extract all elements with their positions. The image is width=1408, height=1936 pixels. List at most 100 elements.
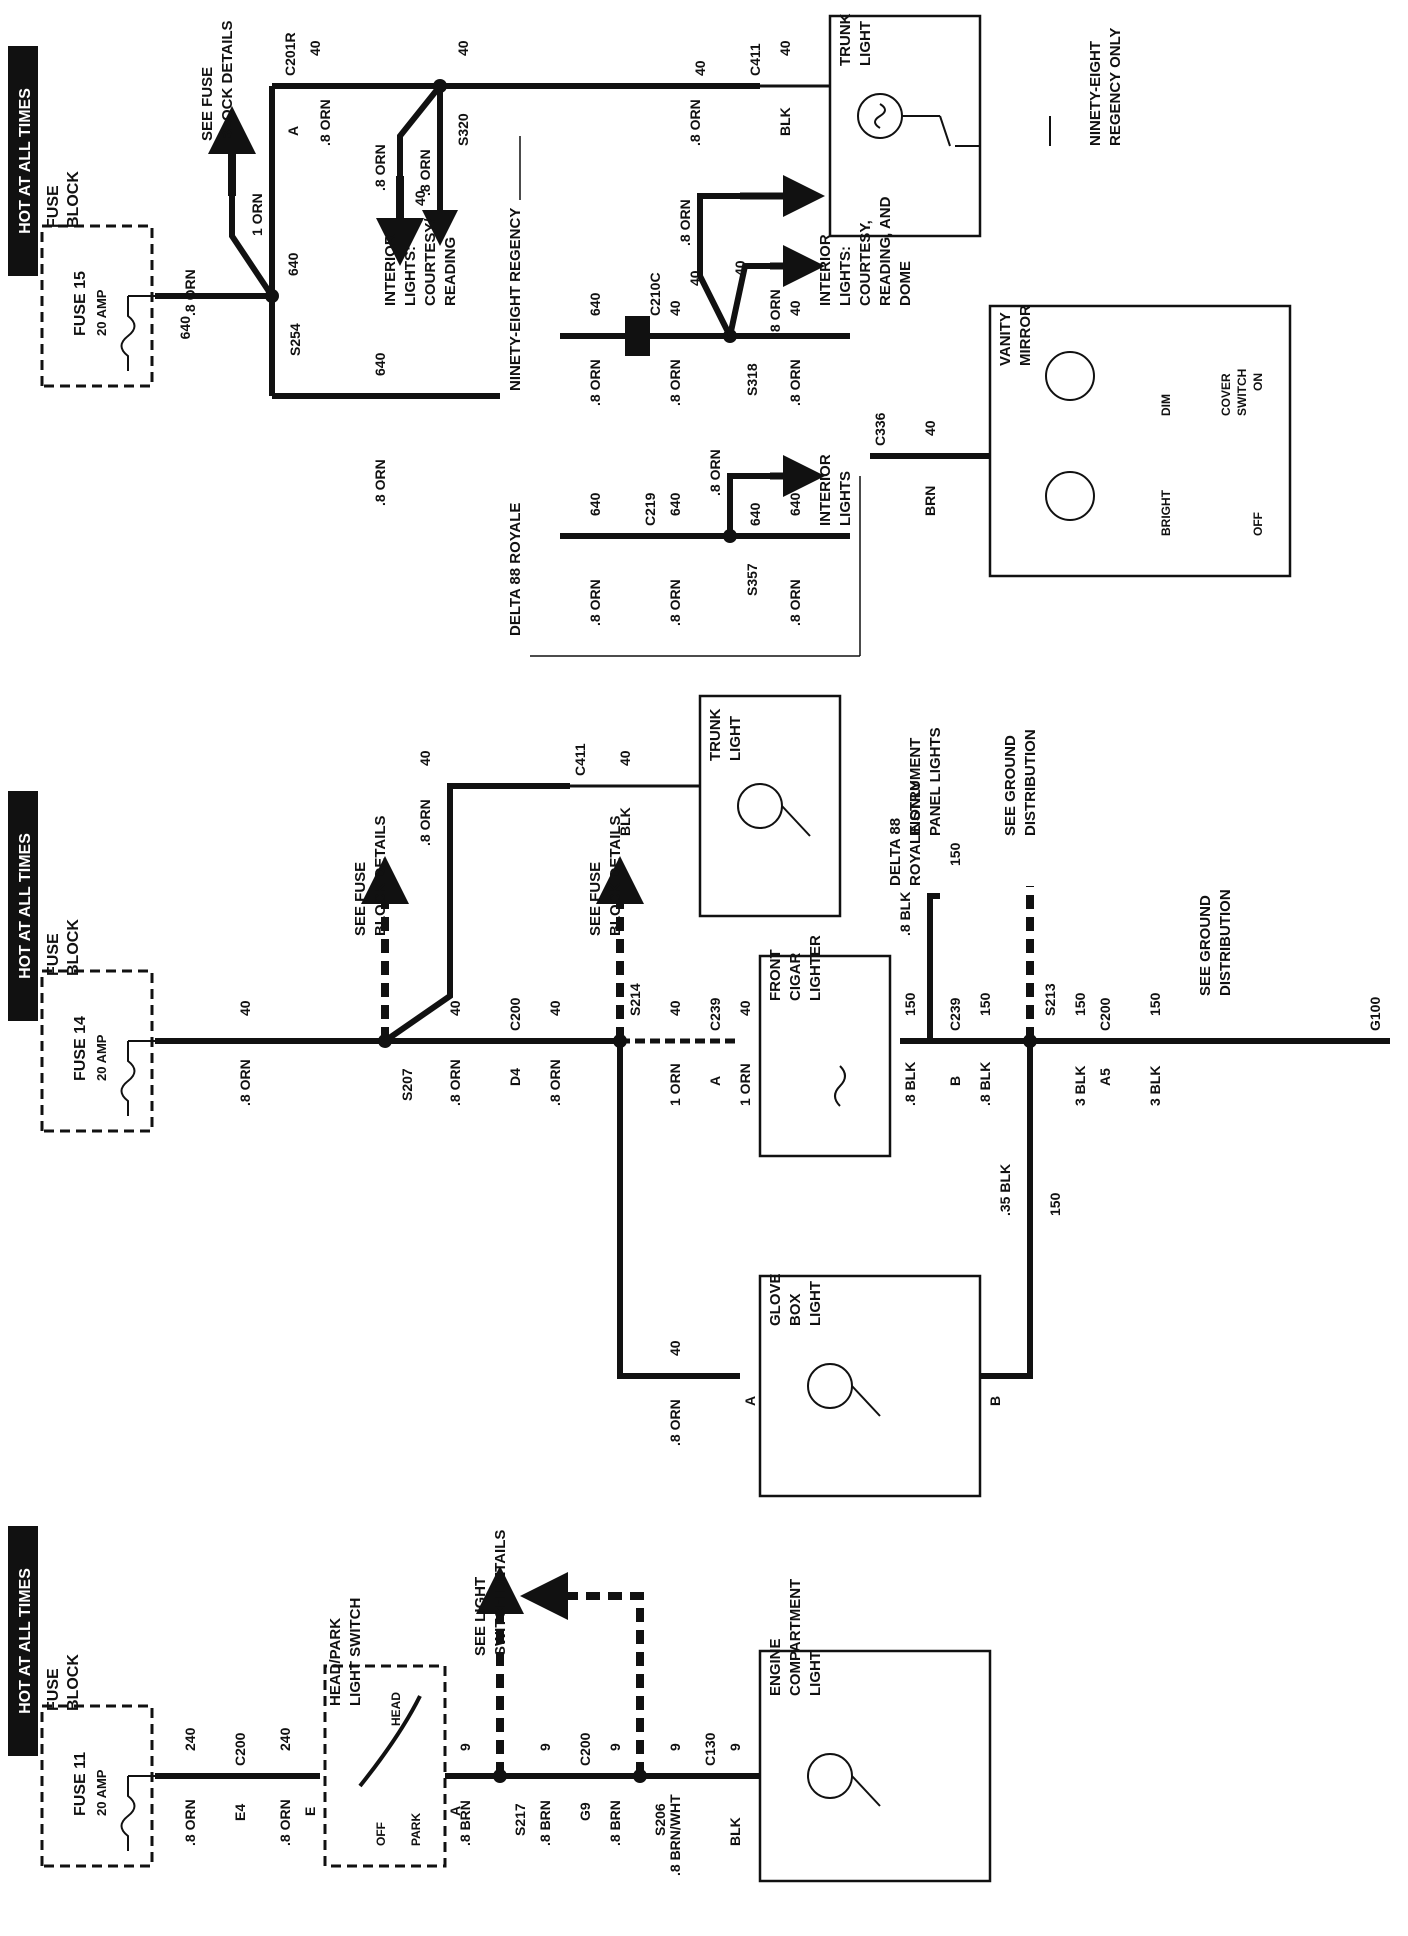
note-label: ROYALE ONLY (907, 780, 924, 886)
connector-a-label: A (285, 126, 301, 136)
note-label: DELTA 88 (887, 818, 904, 886)
vanity-mirror-box (988, 304, 1292, 578)
fuse-block-label: BLOCK (65, 171, 82, 228)
fuse-amp-label: 20 AMP (94, 1034, 109, 1081)
wire-9: 9 (457, 1743, 473, 1751)
vanity-mirror-label: VANITY (997, 312, 1014, 366)
dim-label: DIM (1159, 394, 1173, 416)
wire-9: 9 (667, 1743, 683, 1751)
connector-c239-label: C239 (707, 997, 723, 1031)
wire-blk: 3 BLK (1072, 1066, 1088, 1106)
wire-40: 40 (667, 300, 683, 316)
note-label: REGENCY ONLY (1107, 28, 1124, 146)
fuse-11-label: FUSE 11 (72, 1752, 89, 1816)
see-fuse-label: SEE FUSE (587, 862, 604, 936)
wire-640: 640 (285, 252, 301, 276)
switch-off-label: OFF (1251, 512, 1265, 536)
fuse-amp-label: 20 AMP (94, 289, 109, 336)
panel-fuse-15: HOT AT ALL TIMES FUSE BLOCK FUSE 15 20 A… (8, 13, 1292, 657)
note-label: NINETY-EIGHT (1087, 41, 1104, 146)
connector-c200-label: C200 (577, 1732, 593, 1766)
see-ground-label: DISTRIBUTION (1217, 889, 1234, 996)
wire-40: 40 (922, 420, 938, 436)
wire-40: 40 (417, 750, 433, 766)
instrument-panel-label: PANEL LIGHTS (927, 727, 944, 836)
panel-fuse-11: HOT AT ALL TIMES FUSE BLOCK FUSE 11 20 A… (8, 1526, 992, 1883)
bright-label: BRIGHT (1159, 489, 1173, 536)
interior-lights-label: LIGHTS (837, 471, 854, 526)
interior-lights-label: INTERIOR (382, 234, 399, 306)
connector-c336-label: C336 (872, 412, 888, 446)
glove-box-label: LIGHT (807, 1281, 824, 1326)
wire-orn: .8 ORN (587, 359, 603, 406)
connector-e4-label: E4 (232, 1804, 248, 1821)
splice-s217-label: S217 (512, 1803, 528, 1836)
wire-40: 40 (455, 40, 471, 56)
see-ground-label: SEE GROUND (1197, 895, 1214, 996)
see-fuse-label: BLOCK DETAILS (219, 20, 236, 141)
hot-at-all-times-label: HOT AT ALL TIMES (17, 88, 34, 234)
glove-box-label: BOX (787, 1293, 804, 1326)
connector-b-label: B (947, 1076, 963, 1086)
wire-40: 40 (687, 270, 703, 286)
see-fuse-label: BLOCK DETAILS (372, 815, 389, 936)
wire-blk: 3 BLK (1147, 1066, 1163, 1106)
connector-c239-label: C239 (947, 997, 963, 1031)
cigar-lighter-label: LIGHTER (807, 935, 824, 1001)
wire-150: 150 (977, 992, 993, 1016)
wire-orn: .8 ORN (182, 269, 198, 316)
interior-lights-label: LIGHTS: (402, 246, 419, 306)
wire-9: 9 (727, 1743, 743, 1751)
splice-s207-label: S207 (399, 1068, 415, 1101)
wire-40: 40 (237, 1000, 253, 1016)
connector-c411-label: C411 (747, 43, 763, 76)
splice-s318-label: S318 (744, 363, 760, 396)
regency-label: NINETY-EIGHT REGENCY (507, 208, 524, 391)
light-switch-label: LIGHT SWITCH (347, 1598, 364, 1706)
connector-c210c-label: C210C (647, 272, 663, 316)
wire-orn: .8 ORN (687, 99, 703, 146)
wire-40: 40 (777, 40, 793, 56)
connector-c200-label: C200 (232, 1732, 248, 1766)
bulb-icon (807, 1753, 853, 1799)
wire-orn: .8 ORN (677, 199, 693, 246)
fuse-14-label: FUSE 14 (72, 1016, 89, 1081)
wire-640: 640 (587, 292, 603, 316)
connector-c201r-label: C201R (282, 32, 298, 76)
splice-s254-label: S254 (287, 323, 303, 356)
fuse-amp-label: 20 AMP (94, 1769, 109, 1816)
wire-40: 40 (787, 300, 803, 316)
connector-c200-label: C200 (507, 997, 523, 1031)
wire-blk: BLK (617, 807, 633, 836)
interior-lights-label: DOME (897, 261, 914, 306)
wire-orn: .8 ORN (417, 799, 433, 846)
hot-at-all-times-label: HOT AT ALL TIMES (17, 833, 34, 979)
bulb-icon (807, 1363, 853, 1409)
wire-orn: .8 ORN (372, 144, 388, 191)
wire-brn: .8 BRN (607, 1800, 623, 1846)
switch-park-label: PARK (409, 1813, 423, 1846)
ground-g100-label: G100 (1367, 997, 1383, 1031)
connector-c130-label: C130 (702, 1732, 718, 1766)
wire-orn: .8 ORN (372, 459, 388, 506)
see-ground-label: DISTRIBUTION (1022, 729, 1039, 836)
fuse-block-label: FUSE (45, 933, 62, 976)
switch-on-label: ON (1251, 373, 1265, 391)
wire-brn: .8 BRN (457, 1800, 473, 1846)
splice-s320-label: S320 (455, 113, 471, 146)
bulb-icon (737, 783, 783, 829)
wire-150: 150 (1147, 992, 1163, 1016)
fuse-15-label: FUSE 15 (72, 271, 89, 336)
wire-blk: BLK (777, 107, 793, 136)
connector-a-label: A (707, 1076, 723, 1086)
wire-blk: .35 BLK (997, 1164, 1013, 1216)
engine-light-label: LIGHT (807, 1651, 824, 1696)
wire-150: 150 (947, 842, 963, 866)
wire-150: 150 (902, 992, 918, 1016)
wire-brn: BRN (922, 486, 938, 516)
interior-lights-label: INTERIOR (817, 234, 834, 306)
wire-orn: .8 ORN (787, 579, 803, 626)
interior-lights-label: INTERIOR (817, 454, 834, 526)
interior-lights-label: COURTESY/ (422, 218, 439, 306)
cigar-lighter-label: FRONT (767, 949, 784, 1001)
